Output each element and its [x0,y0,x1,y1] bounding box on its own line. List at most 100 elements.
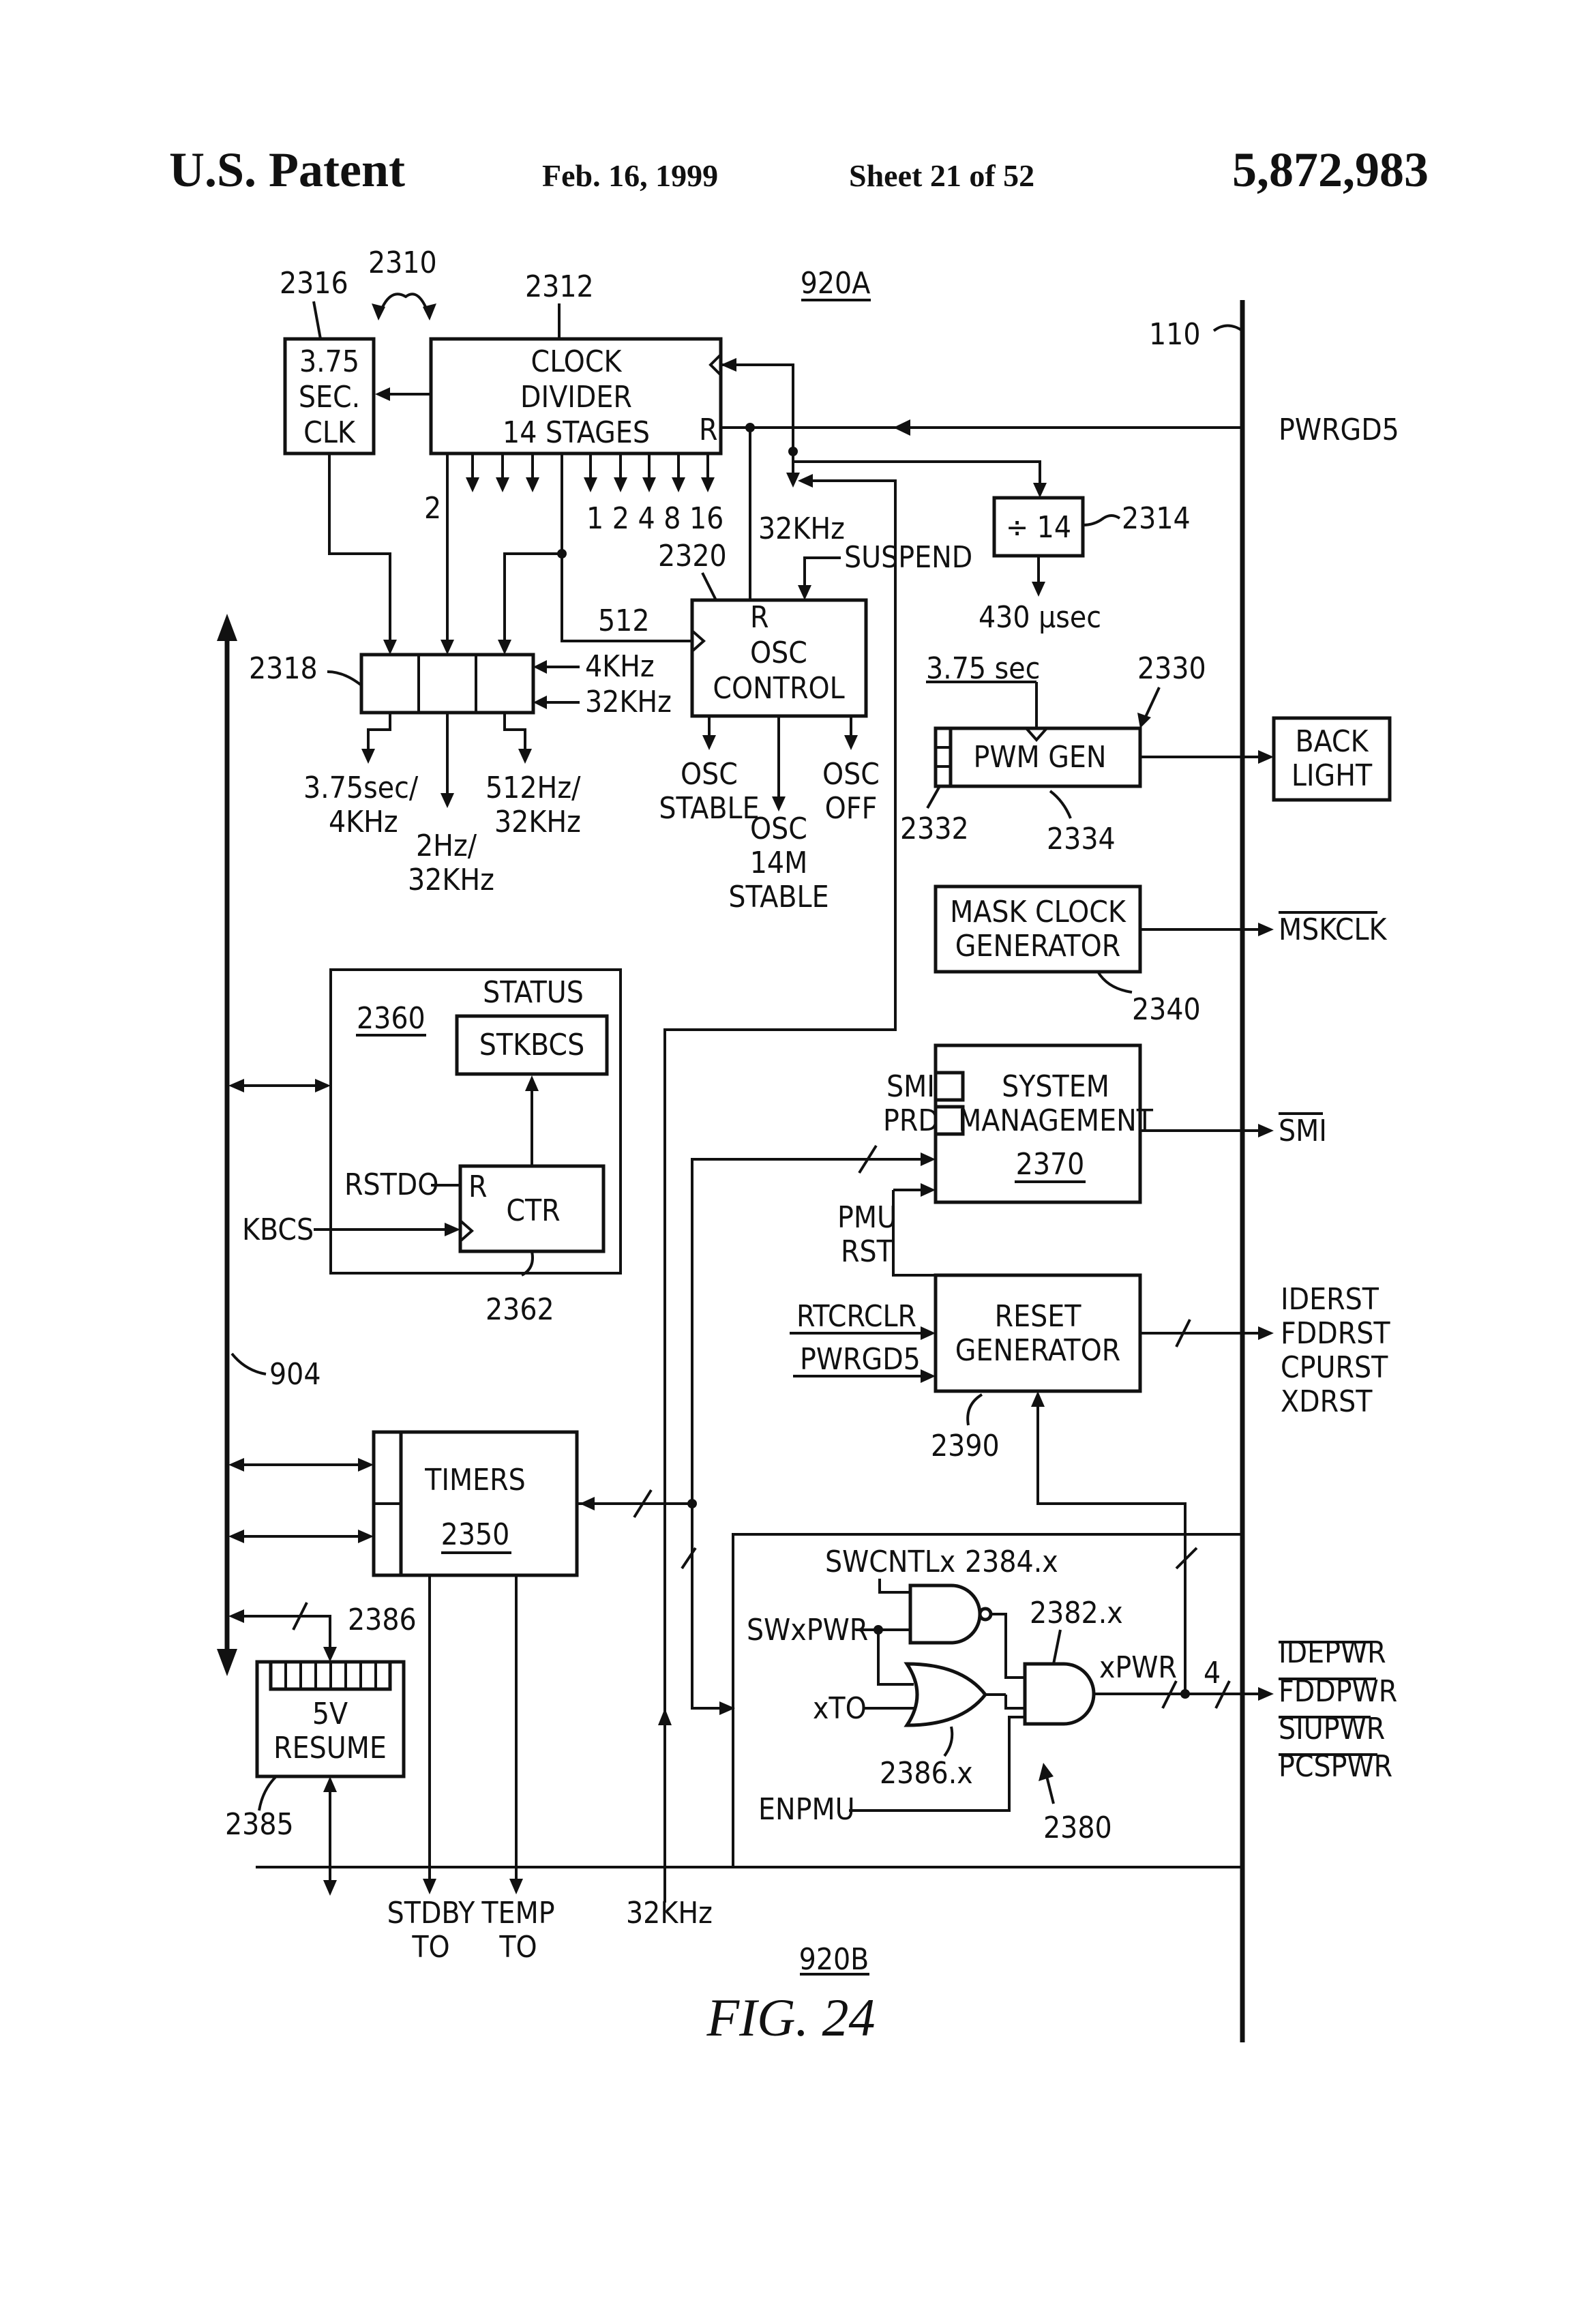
power-bus-width: 4 [1204,1656,1221,1690]
clk32k-bottom-arrow [658,1708,672,1725]
osc-14m-line2: 14M [750,846,808,880]
osc-input-suspend: SUSPEND [844,540,972,575]
suspend-arrow [798,585,811,600]
mux-in-4k: 4KHz [585,649,655,684]
pwm-gen-label: PWM GEN [973,740,1106,775]
mux-in-4k-arrow [533,660,547,674]
power-and-ref: 2382.x [1030,1596,1123,1630]
mux-out1-line [367,713,391,754]
osc-14m-arrow [772,796,786,811]
ref-2340: 2340 [1132,992,1201,1027]
clock-divider-r-pin: R [699,413,718,447]
ctr-to-status-arrow [525,1075,539,1091]
osc-stable-line1: OSC [681,757,738,792]
pwr-to-reset-arrow [1031,1391,1045,1407]
resume-line2: RESUME [273,1731,387,1766]
status-in-kbcs: KBCS [242,1212,314,1247]
label-920b: 920B [799,1942,869,1977]
ref-2314: 2314 [1122,501,1191,536]
kbcs-arrow [445,1223,460,1236]
osc-off-arrow [844,735,858,750]
mskclk-output: MSKCLK [1279,912,1388,947]
and-gate-2382 [1023,1662,1096,1726]
nand-bubble [978,1607,993,1622]
ref-2390: 2390 [931,1429,1000,1463]
mux-block [359,653,535,715]
ref-2340-leader [1096,970,1133,994]
back-light-line1: BACK [1295,724,1369,759]
resume-down-arrow [323,1880,337,1896]
timers-to-bus-arrow2 [228,1530,244,1543]
ref-2332-leader [926,786,941,809]
timers-block: TIMERS 2350 [372,1430,579,1577]
ctr-r-pin: R [468,1170,488,1204]
mux-out3-line [503,713,526,754]
and-ref-leader [1052,1629,1062,1665]
ref-2390-leader [966,1393,983,1426]
status-to-bus-arrow [228,1079,244,1092]
tap512-to-mux-arrow [498,640,511,655]
clock-divider-line1: CLOCK [531,344,623,379]
clk32k-feed-arrow [798,474,813,488]
timers-out-arrow [580,1497,595,1510]
secclk-to-mux-line [328,453,391,641]
status-block: 2360 STATUS STKBCS R CTR [329,968,622,1275]
osc-stable-arrow [702,735,716,750]
ref-2350: 2350 [441,1517,510,1552]
status-in-rstdo: RSTDO [344,1167,438,1202]
osc-14m-line3: STABLE [728,880,829,914]
osc-off-line2: OFF [825,791,878,826]
mux-out1-arrow [361,749,375,764]
reset-out-bus-tick [1175,1319,1191,1347]
ref-2310-arrows [377,293,431,318]
timers-temp-arrow [509,1879,523,1894]
power-xto: xTO [813,1691,867,1726]
system-mgmt-smi: SMI [886,1069,935,1104]
reset-out-1: IDERST [1281,1282,1379,1317]
rtcrclr-arrow [921,1326,936,1340]
mux-out3-arrow [518,749,532,764]
mux-out2-line1: 2Hz/ [416,829,477,863]
ref-2312: 2312 [525,269,594,304]
timer-to-smi-arrow [921,1152,936,1166]
mux-out1-line2: 4KHz [329,805,398,839]
ref-2320-leader [701,572,717,601]
enpmu-line [849,1716,1025,1812]
header-sheet: Sheet 21 of 52 [849,158,1034,193]
ref-2330: 2330 [1137,651,1206,686]
back-light-block: BACK LIGHT [1272,716,1392,802]
bus-to-resume-line [242,1615,331,1650]
clock-divider-clock-pin [708,353,722,376]
ref-2362-leader [521,1251,534,1277]
resume-line1: 5V [312,1697,348,1731]
header-patent-number: 5,872,983 [1232,143,1429,197]
divider-output-labels: 1 2 4 8 16 [586,501,723,536]
bus-to-status-arrow [315,1079,331,1092]
or-ref-leader [943,1726,954,1757]
power-out-1: IDEPWR [1279,1635,1386,1670]
bus-to-timers-arrow2 [358,1530,374,1543]
osc-input-512: 512 [598,604,650,638]
power-logic-frame [732,1533,1244,1868]
ref-2334-leader [1049,790,1072,819]
power-nand-ref: 2384.x [965,1545,1058,1579]
timers-to-bus-arrow1 [228,1458,244,1472]
sec-clk-block: 3.75 SEC. CLK [283,337,376,456]
power-or-ref: 2386.x [880,1756,973,1791]
timers-stdby-line1: STDBY [387,1896,476,1931]
resume-up-arrow [323,1776,337,1792]
div14-block: ÷ 14 [992,496,1085,558]
reset-out-3: CPURST [1281,1350,1388,1385]
power-logic-ref-leader [1045,1776,1055,1804]
status-reg-label: STKBCS [479,1028,584,1062]
divider-to-secclk-arrow [375,387,390,401]
mask-clock-block: MASK CLOCK GENERATOR [934,884,1142,974]
ref-2310-arrowhead-right [423,303,436,321]
ref-2320: 2320 [658,539,727,573]
timers-stdby-arrow [423,1879,436,1894]
xto-bus-line [691,1504,719,1710]
reset-in-pwrgd5: PWRGD5 [800,1342,921,1377]
div14-output: 430 μsec [979,600,1101,635]
reset-in-rtcrclr: RTCRCLR [796,1299,916,1334]
